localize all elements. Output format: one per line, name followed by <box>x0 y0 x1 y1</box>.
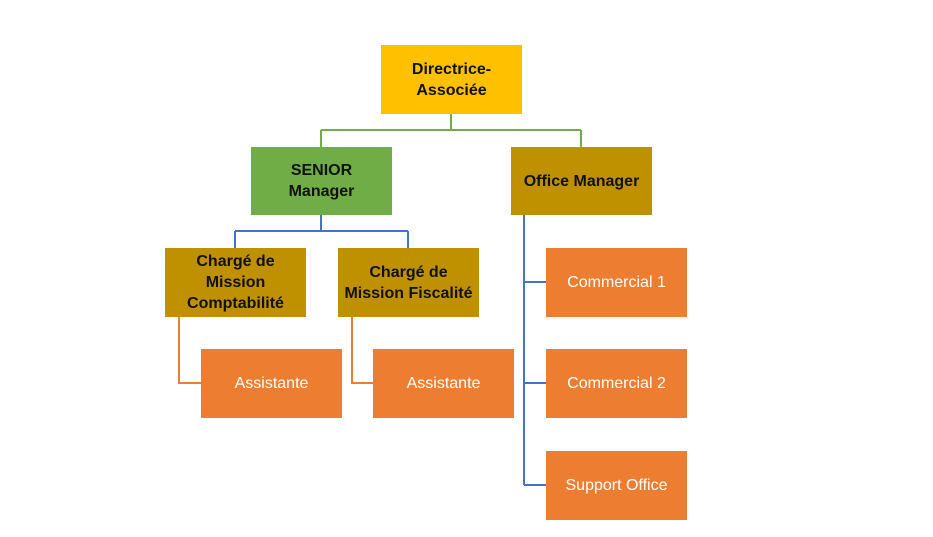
green-connectors <box>320 114 582 147</box>
blue-connectors-office <box>523 215 546 486</box>
node-support-office: Support Office <box>546 451 687 520</box>
connector-to-assistante-2 <box>351 317 373 384</box>
node-office-manager-label: Office Manager <box>523 172 640 190</box>
node-assistante-2-label: Assistante <box>406 375 481 392</box>
node-commercial-1: Commercial 1 <box>546 248 687 317</box>
node-senior-manager-label: SENIOR Manager <box>288 162 355 200</box>
node-charge-fiscalite-label: Chargé de Mission Fiscalité <box>344 263 473 302</box>
blue-connectors-senior <box>234 215 409 248</box>
orange-connectors <box>178 317 373 384</box>
node-directrice-associee: Directrice- Associée <box>381 45 522 114</box>
node-commercial-1-label: Commercial 1 <box>567 274 666 291</box>
node-commercial-2-label: Commercial 2 <box>567 375 666 392</box>
connector-to-assistante-1 <box>178 317 201 384</box>
node-directrice-label: Directrice- Associée <box>411 60 492 99</box>
node-assistante-1: Assistante <box>201 349 342 418</box>
node-support-office-label: Support Office <box>565 477 668 494</box>
node-charge-fiscalite: Chargé de Mission Fiscalité <box>338 248 479 317</box>
node-assistante-1-label: Assistante <box>234 375 309 392</box>
node-charge-comptabilite: Chargé de Mission Comptabilité <box>165 248 306 317</box>
node-commercial-2: Commercial 2 <box>546 349 687 418</box>
node-office-manager: Office Manager <box>511 147 652 215</box>
node-assistante-2: Assistante <box>373 349 514 418</box>
node-senior-manager: SENIOR Manager <box>251 147 392 215</box>
node-charge-comptabilite-label: Chargé de Mission Comptabilité <box>187 253 284 312</box>
